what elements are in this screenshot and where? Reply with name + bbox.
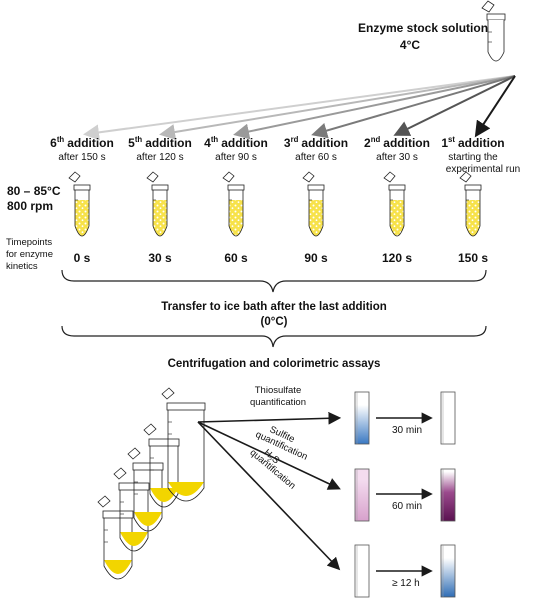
timepoints-label-1: Timepoints xyxy=(6,237,53,248)
timepoints-label-2: for enzyme xyxy=(6,249,53,260)
arrow-addition-5 xyxy=(159,75,516,140)
assay-arrows xyxy=(197,411,433,577)
addition-ordinal: th xyxy=(56,135,65,144)
arrow-sulfite xyxy=(197,421,341,490)
arrow-addition-1 xyxy=(474,75,516,138)
assay-thiosulfate-time: 30 min xyxy=(392,425,423,436)
addition-4-subtitle: after 90 s xyxy=(215,152,257,163)
assay-thiosulfate-label: Thiosulfate xyxy=(254,385,302,396)
arrow-addition-3 xyxy=(311,75,516,139)
timepoint-5: 150 s xyxy=(457,251,489,265)
reaction-tube-row xyxy=(68,171,482,237)
addition-ordinal: nd xyxy=(370,135,381,144)
addition-word: addition xyxy=(67,136,114,150)
addition-number: 6 xyxy=(50,136,57,150)
addition-word: addition xyxy=(457,136,505,150)
assay-h2s-time: ≥ 12 h xyxy=(392,578,420,589)
cuvette-h2s-start xyxy=(354,544,370,598)
timepoint-1: 30 s xyxy=(148,251,172,265)
arrow-addition-4 xyxy=(233,75,516,140)
timepoint-2: 60 s xyxy=(224,251,248,265)
centrifuged-tube-stack xyxy=(97,387,206,580)
addition-number: 5 xyxy=(128,136,135,150)
addition-ordinal: th xyxy=(134,135,143,144)
addition-word: addition xyxy=(221,136,268,150)
addition-1-subtitle: starting the xyxy=(448,152,498,163)
cuvette-h2s-end xyxy=(440,544,456,598)
cuvette-sulfite-end xyxy=(440,468,456,522)
addition-number: 3 xyxy=(283,136,291,150)
arrow-addition-2 xyxy=(393,75,516,136)
addition-ordinal: rd xyxy=(290,135,299,144)
addition-arrows xyxy=(83,75,516,141)
timepoints-label-3: kinetics xyxy=(6,261,38,272)
brace-centrifugation xyxy=(61,325,487,348)
addition-6-subtitle: after 150 s xyxy=(58,152,106,163)
addition-number: 1 xyxy=(441,136,449,150)
reaction-tube-icon-1 xyxy=(146,171,169,237)
brace-transfer xyxy=(61,269,487,293)
centrifuge-tube-icon-2 xyxy=(127,447,164,532)
assay-sulfite-time: 60 min xyxy=(392,501,423,512)
timepoint-4: 120 s xyxy=(381,251,413,265)
transfer-line-2: (0°C) xyxy=(260,316,288,328)
reaction-tube-icon-4 xyxy=(383,171,406,237)
timepoint-3: 90 s xyxy=(304,251,328,265)
addition-ordinal: st xyxy=(448,135,455,144)
addition-ordinal: th xyxy=(210,135,219,144)
centrifuge-tube-icon-4 xyxy=(161,387,206,502)
addition-word: addition xyxy=(145,136,192,150)
stock-solution-title: Enzyme stock solution xyxy=(358,21,489,35)
assays-title: Centrifugation and colorimetric assays xyxy=(167,358,381,370)
addition-5-subtitle: after 120 s xyxy=(136,152,184,163)
addition-word: addition xyxy=(301,136,349,150)
addition-number: 2 xyxy=(364,136,371,150)
addition-3-subtitle: after 60 s xyxy=(295,152,337,163)
reaction-tube-icon-5 xyxy=(459,171,482,237)
stock-tube-icon xyxy=(481,0,506,62)
condition-temperature: 80 – 85°C xyxy=(7,184,61,198)
arrow-h2s xyxy=(197,421,341,571)
addition-2-subtitle: after 30 s xyxy=(376,152,418,163)
addition-number: 4 xyxy=(204,136,211,150)
arrow-thiosulfate xyxy=(197,411,342,425)
addition-word: addition xyxy=(383,136,430,150)
centrifuge-tube-icon-0 xyxy=(97,495,134,580)
arrow-addition-6 xyxy=(83,75,516,141)
transfer-line-1: Transfer to ice bath after the last addi… xyxy=(161,301,387,313)
cuvette-thiosulfate-start xyxy=(354,391,370,445)
reaction-tube-icon-0 xyxy=(68,171,91,237)
cuvette-sulfite-start xyxy=(354,468,370,522)
stock-solution-temp: 4°C xyxy=(399,38,421,52)
reaction-tube-icon-2 xyxy=(222,171,245,237)
reaction-tube-icon-3 xyxy=(302,171,325,237)
timepoint-0: 0 s xyxy=(73,251,91,265)
cuvette-thiosulfate-end xyxy=(440,391,456,445)
condition-rpm: 800 rpm xyxy=(7,199,54,213)
assay-thiosulfate-label-2: quantification xyxy=(250,397,306,408)
addition-1-subtitle-2: experimental run xyxy=(445,164,521,175)
